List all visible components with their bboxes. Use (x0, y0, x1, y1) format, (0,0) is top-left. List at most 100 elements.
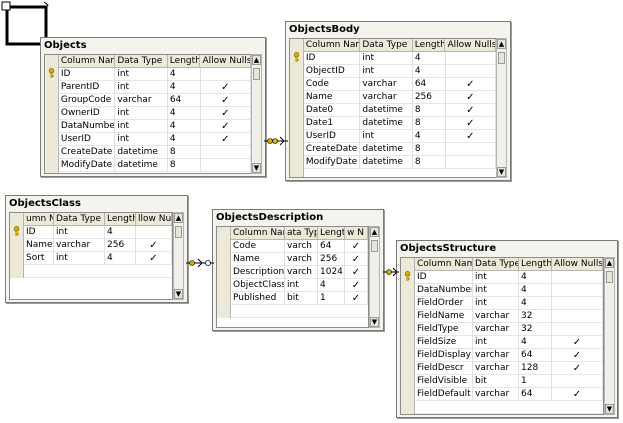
row-selector[interactable] (10, 239, 24, 252)
data-type-cell[interactable]: datetime (115, 146, 168, 159)
scroll-up-button[interactable]: ▲ (252, 55, 261, 65)
table-objects-description-title[interactable]: ObjectsDescription (213, 210, 383, 225)
column-name-cell[interactable]: FieldDisplay (415, 349, 473, 362)
length-header[interactable]: Length (521, 258, 552, 271)
column-name-cell[interactable]: DataNumber (417, 284, 473, 297)
row-selector[interactable] (217, 305, 231, 318)
data-type-cell[interactable]: varchar (473, 362, 519, 375)
column-name-cell[interactable]: ID (415, 271, 473, 284)
allow-nulls-cell[interactable]: ✓ (201, 120, 251, 133)
scroll-up-button[interactable]: ▲ (605, 258, 614, 268)
row-selector[interactable] (10, 252, 24, 265)
column-name-cell[interactable]: OwnerID (59, 107, 116, 120)
column-name-cell[interactable]: GroupCode (59, 94, 116, 107)
column-name-cell[interactable]: FieldName (415, 310, 473, 323)
data-type-cell[interactable]: int (473, 284, 519, 297)
scroll-down-button[interactable]: ▼ (370, 317, 379, 327)
relationship-description-structure[interactable] (383, 265, 399, 279)
length-cell[interactable]: 256 (318, 253, 345, 266)
length-cell[interactable]: 4 (519, 271, 552, 284)
allow-nulls-cell[interactable]: ✓ (136, 252, 172, 265)
row-selector[interactable] (401, 323, 415, 336)
scroll-up-button[interactable]: ▲ (370, 227, 379, 237)
length-cell[interactable]: 4 (318, 279, 345, 292)
vertical-scrollbar[interactable]: ▲ ▼ (604, 257, 615, 415)
row-selector[interactable] (217, 253, 231, 266)
column-name-cell[interactable]: ID (24, 226, 54, 239)
scroll-up-button[interactable]: ▲ (174, 213, 183, 223)
length-header[interactable]: Length (414, 39, 446, 52)
row-selector[interactable] (45, 107, 59, 120)
data-type-header[interactable]: Data Type (115, 55, 168, 68)
data-type-cell[interactable]: int (54, 226, 105, 239)
allow-nulls-cell[interactable]: ✓ (446, 117, 496, 130)
data-type-cell[interactable]: int (360, 52, 413, 65)
allow-nulls-cell[interactable] (446, 156, 496, 169)
relationship-objects-objectsbody[interactable] (264, 134, 288, 148)
length-cell[interactable]: 256 (105, 239, 136, 252)
column-name-cell[interactable]: Date0 (304, 104, 361, 117)
data-type-cell[interactable]: int (473, 336, 519, 349)
allow-nulls-cell[interactable] (201, 68, 251, 81)
column-name-cell[interactable]: CreateDate (59, 146, 116, 159)
row-selector[interactable] (45, 81, 59, 94)
column-name-cell[interactable]: ID (59, 68, 116, 81)
length-cell[interactable]: 8 (413, 104, 446, 117)
vertical-scrollbar[interactable]: ▲ ▼ (251, 54, 262, 174)
table-objects-class[interactable]: ObjectsClass umn Na Data Type Length llo… (5, 195, 188, 303)
length-cell[interactable]: 64 (168, 94, 201, 107)
row-selector[interactable] (401, 388, 415, 401)
column-name-cell[interactable]: Name (231, 253, 285, 266)
length-cell[interactable]: 8 (168, 146, 201, 159)
column-name-cell[interactable]: Description (233, 266, 285, 279)
length-cell[interactable]: 4 (413, 65, 446, 78)
length-cell[interactable]: 4 (105, 226, 136, 239)
length-cell[interactable]: 4 (105, 252, 136, 265)
length-cell[interactable]: 4 (168, 81, 201, 94)
row-selector[interactable] (290, 104, 304, 117)
row-selector[interactable] (45, 68, 59, 81)
data-type-header[interactable]: Data Type (475, 258, 519, 271)
allow-nulls-cell[interactable] (446, 65, 496, 78)
allow-nulls-cell[interactable]: ✓ (552, 336, 603, 349)
new-row[interactable] (10, 265, 172, 278)
column-name-cell[interactable]: Name (26, 239, 54, 252)
scroll-thumb[interactable] (175, 226, 182, 238)
column-name-cell[interactable]: FieldSize (415, 336, 473, 349)
vertical-scrollbar[interactable]: ▲ ▼ (496, 38, 507, 178)
row-selector[interactable] (401, 284, 415, 297)
new-row[interactable] (217, 305, 368, 318)
row-selector[interactable] (401, 401, 415, 414)
allow-nulls-cell[interactable] (552, 297, 603, 310)
column-name-cell[interactable]: ID (304, 52, 361, 65)
row-selector[interactable] (217, 279, 231, 292)
data-type-cell[interactable]: bit (473, 375, 519, 388)
row-selector[interactable] (401, 362, 415, 375)
length-cell[interactable]: 32 (519, 323, 552, 336)
column-name-cell[interactable]: Name (304, 91, 361, 104)
data-type-cell[interactable]: varchar (473, 323, 519, 336)
row-selector[interactable] (217, 240, 231, 253)
table-objects-structure-title[interactable]: ObjectsStructure (397, 241, 617, 256)
scroll-down-button[interactable]: ▼ (252, 163, 261, 173)
data-type-cell[interactable]: int (360, 65, 413, 78)
length-cell[interactable]: 64 (519, 349, 552, 362)
column-name-cell[interactable]: UserID (59, 133, 116, 146)
